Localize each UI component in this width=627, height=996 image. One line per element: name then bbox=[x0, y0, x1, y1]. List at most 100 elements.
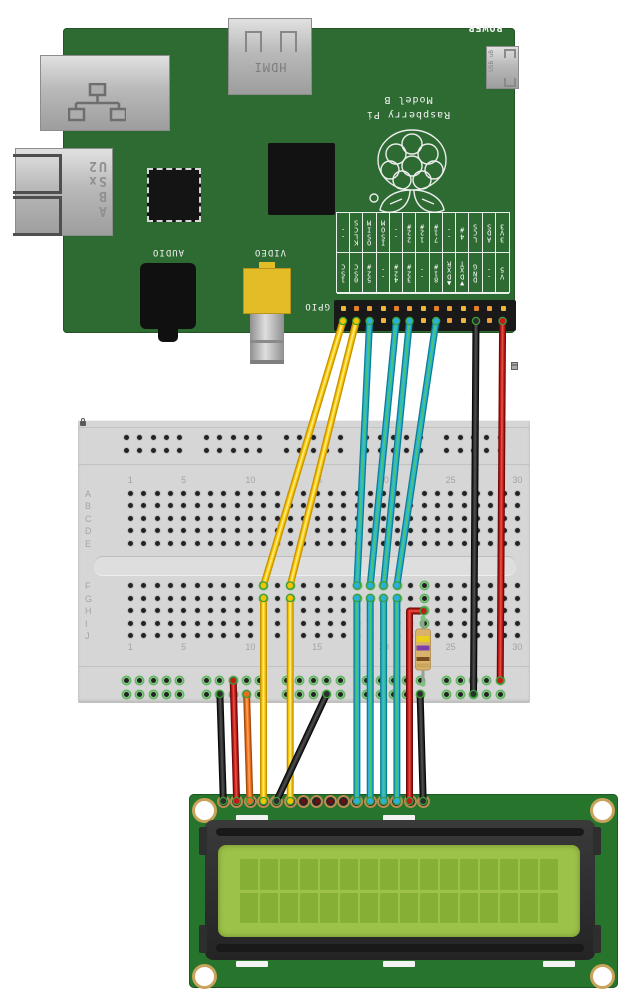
rail-hole[interactable] bbox=[136, 690, 144, 698]
breadboard-hole[interactable] bbox=[473, 582, 481, 589]
breadboard-hole[interactable] bbox=[260, 539, 268, 547]
breadboard-hole[interactable] bbox=[433, 539, 441, 547]
wire-lcd3-orange[interactable] bbox=[244, 691, 253, 804]
gpio-pin[interactable] bbox=[460, 318, 466, 323]
gpio-pin[interactable] bbox=[380, 318, 386, 323]
breadboard-hole[interactable] bbox=[153, 502, 161, 509]
breadboard-hole[interactable] bbox=[260, 502, 268, 509]
breadboard-hole[interactable] bbox=[513, 582, 521, 589]
breadboard-hole[interactable] bbox=[340, 502, 348, 509]
breadboard-hole[interactable] bbox=[393, 594, 401, 602]
breadboard-hole[interactable] bbox=[327, 514, 335, 522]
breadboard-hole[interactable] bbox=[233, 619, 241, 627]
rail-hole[interactable] bbox=[243, 447, 251, 454]
breadboard-hole[interactable] bbox=[193, 594, 201, 602]
breadboard-hole[interactable] bbox=[193, 489, 201, 497]
breadboard-hole[interactable] bbox=[487, 514, 495, 522]
breadboard-hole[interactable] bbox=[313, 594, 321, 602]
breadboard-hole[interactable] bbox=[300, 619, 308, 627]
breadboard-hole[interactable] bbox=[367, 514, 375, 522]
breadboard-hole[interactable] bbox=[273, 527, 281, 534]
wire-lcd5-black[interactable] bbox=[274, 691, 329, 804]
rail-hole[interactable] bbox=[389, 434, 397, 441]
breadboard-hole[interactable] bbox=[433, 594, 441, 602]
breadboard-hole[interactable] bbox=[233, 607, 241, 614]
rail-hole[interactable] bbox=[496, 677, 504, 684]
breadboard-hole[interactable] bbox=[287, 619, 294, 627]
breadboard-hole[interactable] bbox=[340, 539, 348, 547]
breadboard-hole[interactable] bbox=[126, 594, 134, 602]
breadboard-hole[interactable] bbox=[153, 539, 161, 547]
breadboard-hole[interactable] bbox=[193, 582, 201, 589]
breadboard-hole[interactable] bbox=[313, 502, 321, 509]
breadboard-hole[interactable] bbox=[220, 502, 228, 509]
breadboard-hole[interactable] bbox=[206, 619, 214, 627]
rail-hole[interactable] bbox=[470, 690, 477, 698]
breadboard-hole[interactable] bbox=[460, 527, 468, 534]
breadboard-hole[interactable] bbox=[273, 502, 281, 509]
breadboard-hole[interactable] bbox=[140, 489, 148, 497]
breadboard-hole[interactable] bbox=[487, 594, 495, 602]
breadboard-hole[interactable] bbox=[220, 539, 228, 547]
breadboard-hole[interactable] bbox=[393, 582, 401, 589]
gpio-pin[interactable] bbox=[474, 305, 479, 311]
lcd-pin[interactable] bbox=[270, 794, 284, 808]
breadboard-hole[interactable] bbox=[206, 539, 214, 547]
breadboard-hole[interactable] bbox=[447, 607, 455, 614]
breadboard-hole[interactable] bbox=[246, 489, 254, 497]
breadboard-hole[interactable] bbox=[353, 619, 361, 627]
breadboard-hole[interactable] bbox=[327, 489, 335, 497]
breadboard-hole[interactable] bbox=[180, 527, 188, 534]
breadboard-hole[interactable] bbox=[140, 514, 148, 522]
breadboard-hole[interactable] bbox=[153, 527, 161, 534]
breadboard-hole[interactable] bbox=[140, 582, 148, 589]
rail-hole[interactable] bbox=[309, 447, 317, 454]
breadboard-hole[interactable] bbox=[420, 594, 428, 602]
breadboard-hole[interactable] bbox=[420, 539, 428, 547]
breadboard-hole[interactable] bbox=[153, 619, 161, 627]
lcd-pin[interactable] bbox=[283, 794, 297, 808]
gpio-pin[interactable] bbox=[500, 305, 506, 311]
rail-hole[interactable] bbox=[403, 447, 411, 454]
breadboard-hole[interactable] bbox=[500, 619, 508, 627]
breadboard-hole[interactable] bbox=[340, 619, 348, 627]
breadboard-hole[interactable] bbox=[367, 607, 375, 614]
wire-lcd5-black[interactable] bbox=[273, 690, 331, 805]
breadboard-hole[interactable] bbox=[513, 607, 521, 614]
breadboard-hole[interactable] bbox=[300, 539, 308, 547]
breadboard-hole[interactable] bbox=[460, 607, 468, 614]
rail-hole[interactable] bbox=[456, 447, 464, 454]
rail-hole[interactable] bbox=[496, 434, 504, 441]
rail-hole[interactable] bbox=[323, 677, 331, 684]
breadboard-hole[interactable] bbox=[460, 489, 468, 497]
breadboard-hole[interactable] bbox=[220, 619, 228, 627]
breadboard-hole[interactable] bbox=[260, 594, 268, 602]
breadboard-hole[interactable] bbox=[393, 619, 401, 627]
rail-hole[interactable] bbox=[283, 447, 291, 454]
rail-hole[interactable] bbox=[243, 677, 251, 684]
breadboard-hole[interactable] bbox=[393, 607, 401, 614]
breadboard-hole[interactable] bbox=[487, 632, 495, 639]
breadboard-hole[interactable] bbox=[273, 514, 281, 522]
breadboard-hole[interactable] bbox=[380, 539, 388, 547]
breadboard-hole[interactable] bbox=[433, 632, 441, 639]
breadboard-hole[interactable] bbox=[407, 582, 415, 589]
breadboard-hole[interactable] bbox=[353, 632, 361, 639]
breadboard-hole[interactable] bbox=[367, 527, 375, 534]
rail-hole[interactable] bbox=[416, 690, 424, 698]
breadboard-hole[interactable] bbox=[220, 594, 228, 602]
breadboard-hole[interactable] bbox=[153, 607, 161, 614]
breadboard-hole[interactable] bbox=[287, 527, 294, 534]
rail-hole[interactable] bbox=[456, 690, 464, 698]
breadboard-hole[interactable] bbox=[487, 539, 495, 547]
rail-hole[interactable] bbox=[416, 447, 424, 454]
breadboard-hole[interactable] bbox=[193, 539, 201, 547]
breadboard-hole[interactable] bbox=[327, 539, 335, 547]
rail-hole[interactable] bbox=[363, 677, 371, 684]
breadboard-hole[interactable] bbox=[460, 502, 468, 509]
breadboard-hole[interactable] bbox=[140, 594, 148, 602]
breadboard-hole[interactable] bbox=[260, 582, 268, 589]
breadboard-hole[interactable] bbox=[300, 594, 308, 602]
lcd-pin[interactable] bbox=[310, 794, 324, 808]
rail-hole[interactable] bbox=[336, 434, 344, 441]
